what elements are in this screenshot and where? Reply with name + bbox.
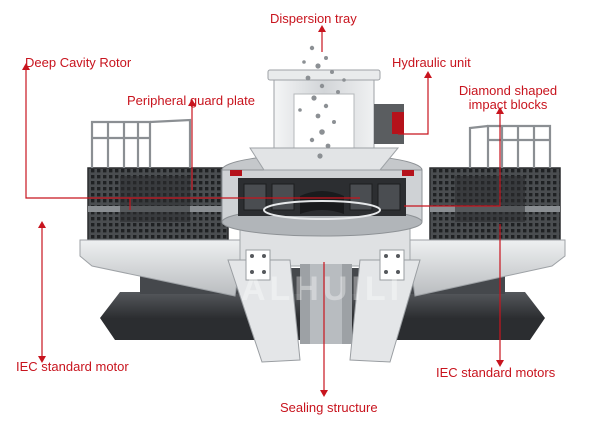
label-iec-motors-right: IEC standard motors [436, 365, 556, 380]
watermark-text: ALHUILI [241, 270, 403, 308]
label-deep-cavity-rotor: Deep Cavity Rotor [25, 55, 132, 70]
callout-lines [25, 30, 501, 390]
material-particles [298, 45, 346, 159]
main-body [79, 225, 566, 363]
label-iec-motor-left: IEC standard motor [16, 359, 129, 374]
left-motor-platform [87, 118, 229, 243]
feed-hopper [249, 69, 404, 171]
callout-arrowheads [22, 25, 504, 397]
label-peripheral-guard-plate: Peripheral guard plate [127, 93, 255, 108]
label-sealing-structure: Sealing structure [280, 400, 378, 415]
right-motor-platform [429, 124, 561, 243]
label-dispersion-tray: Dispersion tray [270, 11, 357, 26]
label-hydraulic-unit: Hydraulic unit [392, 55, 471, 70]
crushing-chamber [221, 153, 423, 237]
label-diamond-impact-blocks: Diamond shaped impact blocks [446, 84, 570, 112]
label-diamond-line1: Diamond shaped [458, 83, 558, 98]
label-diamond-line2: impact blocks [468, 97, 548, 112]
